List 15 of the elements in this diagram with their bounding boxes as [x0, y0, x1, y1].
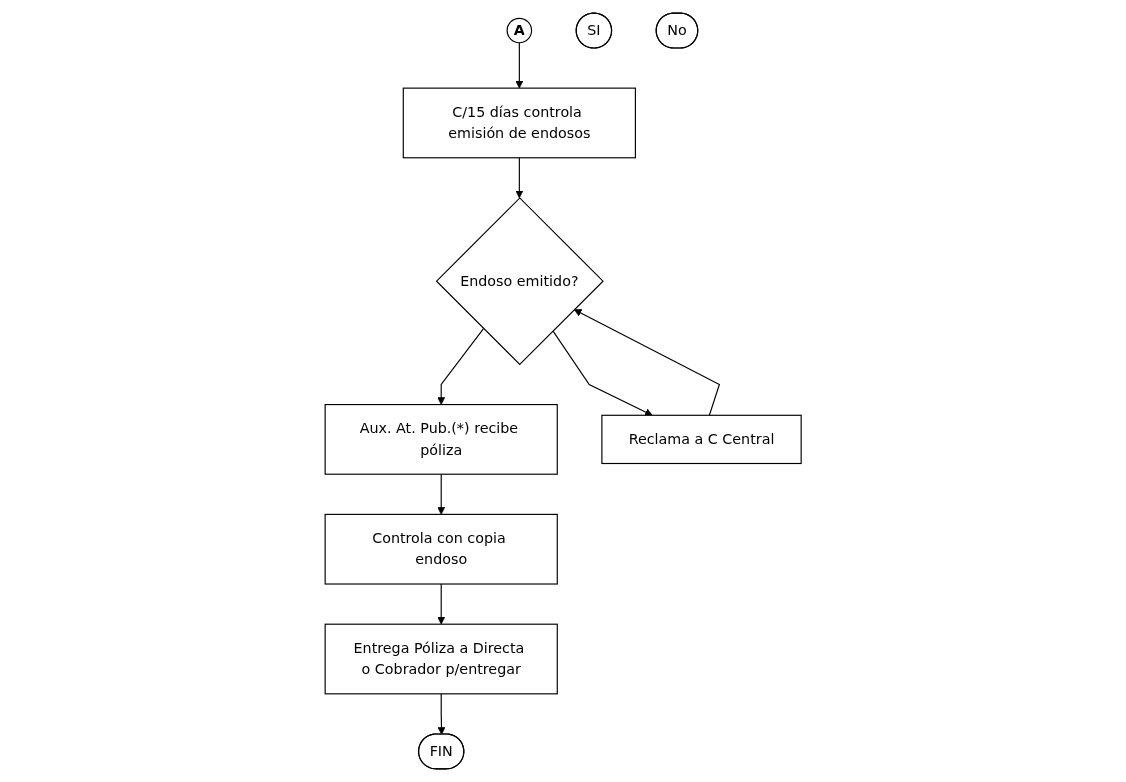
node-circle: A: [506, 17, 532, 44]
node-box: Reclama a C Central: [601, 414, 802, 465]
arrow: [552, 330, 653, 416]
arrow: [437, 693, 446, 735]
node-box: Aux. At. Pub.(*) recibe póliza: [324, 404, 558, 475]
arrow: [437, 328, 484, 405]
node-diamond: Endoso emitido?: [435, 197, 604, 366]
arrow: [515, 42, 524, 89]
node-box: Entrega Póliza a Directa o Cobrador p/entregar: [324, 623, 558, 695]
arrow: [515, 157, 524, 199]
node-box: Controla con copia endoso: [324, 513, 558, 585]
arrow: [573, 309, 720, 416]
arrow: [437, 473, 445, 515]
arrow: [437, 583, 445, 625]
node-box: C/15 días controla emisión de endosos: [402, 87, 636, 159]
